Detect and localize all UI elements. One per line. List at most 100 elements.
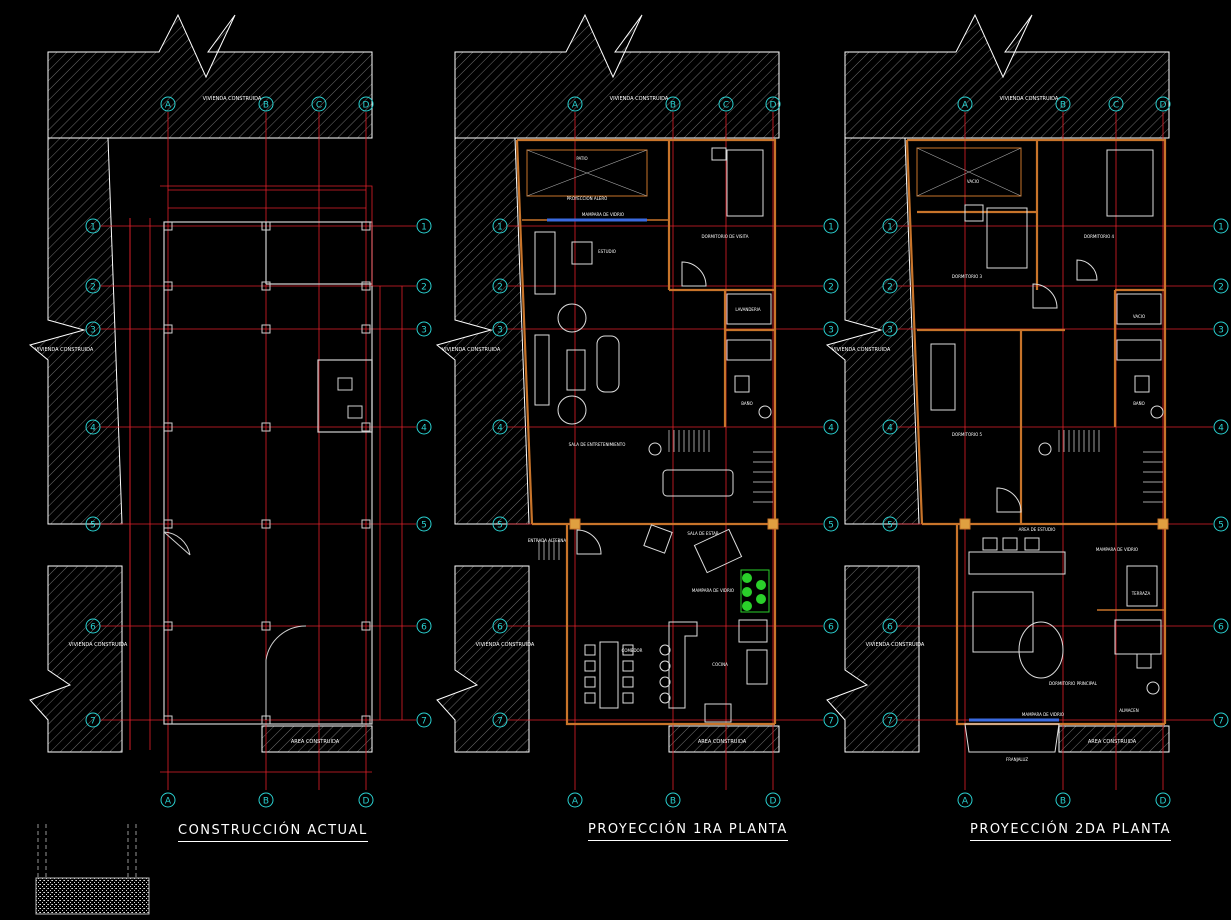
column-marker <box>261 281 271 291</box>
bar-stool-icon <box>659 644 671 656</box>
column-marker <box>163 221 173 231</box>
column-marker <box>163 519 173 529</box>
nightstand-icon <box>711 147 727 161</box>
axis-bubble-letter: B <box>670 797 676 807</box>
axis-bubble <box>492 321 508 337</box>
axis-bubble <box>1213 618 1229 634</box>
bed-icon <box>972 591 1034 653</box>
plan-label: MAMPARA DE VIDRIO <box>1022 712 1064 717</box>
axis-bubble-number: 2 <box>1218 283 1224 293</box>
neighbor-bottom-left-hatch <box>436 565 530 753</box>
neighbor-hatch-areas <box>28 13 1170 753</box>
axis-bubble-number: 4 <box>828 424 834 434</box>
door-arc <box>265 625 307 720</box>
axis-bubble-number: 3 <box>497 326 503 336</box>
axis-bubble <box>492 419 508 435</box>
plant-icon <box>756 580 766 590</box>
axis-bubble-number: 1 <box>828 223 834 233</box>
axis-bubble-letter: D <box>770 797 777 807</box>
furniture <box>163 147 1164 753</box>
axis-bubble <box>1213 218 1229 234</box>
column-marker <box>361 621 371 631</box>
plan-label: BAÑO <box>1133 401 1145 406</box>
wall <box>517 138 777 724</box>
neighbor-top-hatch <box>844 13 1170 139</box>
door-swing <box>1076 259 1098 281</box>
axis-bubble <box>416 712 432 728</box>
study-desk-icon <box>968 551 1066 575</box>
title-underline <box>178 841 368 842</box>
neighbor-left-hatch <box>825 137 920 525</box>
plan-label: VIVIENDA CONSTRUIDA <box>203 96 262 102</box>
axis-bubble <box>160 96 176 112</box>
plan-title-planta1: PROYECCIÓN 1RA PLANTA <box>588 822 788 841</box>
plan-label: DORMITORIO DE VISITA <box>702 234 749 239</box>
planter-icon <box>740 569 770 613</box>
column-marker <box>361 422 371 432</box>
study-chair-icon <box>1024 537 1040 551</box>
column-marker <box>361 519 371 529</box>
bar-stool-icon <box>659 660 671 672</box>
axis-bubble <box>358 792 374 808</box>
axis-bubble <box>85 278 101 294</box>
column-marker <box>569 518 581 530</box>
column-marker <box>959 518 971 530</box>
axis-bubble-letter: A <box>165 797 172 807</box>
void-outline <box>1116 293 1162 325</box>
toilet-icon <box>337 377 353 391</box>
axis-bubble <box>823 618 839 634</box>
axis-bubble <box>665 792 681 808</box>
study-chair-icon <box>1002 537 1018 551</box>
laundry-icon <box>726 293 772 325</box>
bed-icon <box>1106 149 1154 217</box>
column-marker <box>261 221 271 231</box>
axis-bubble-number: 3 <box>90 326 96 336</box>
plan-label: ALMACEN <box>1119 708 1138 713</box>
axis-bubble-number: 1 <box>1218 223 1224 233</box>
axis-bubble-number: 7 <box>421 717 427 727</box>
bar-stool-icon <box>659 692 671 704</box>
neighbor-top-hatch <box>47 13 373 139</box>
axis-bubble <box>358 96 374 112</box>
legend-hatch-sample <box>35 877 150 915</box>
column-marker <box>163 324 173 334</box>
axis-bubble <box>1213 419 1229 435</box>
column-marker <box>361 281 371 291</box>
neighbor-left-hatch <box>28 137 123 525</box>
axis-bubble <box>258 792 274 808</box>
wall <box>515 139 534 525</box>
bed-icon <box>930 343 956 411</box>
plan-title-text: PROYECCIÓN 1RA PLANTA <box>588 822 788 837</box>
axis-bubble-number: 2 <box>828 283 834 293</box>
axis-bubble-number: 6 <box>887 623 893 633</box>
void-outline <box>916 147 1022 197</box>
dining-chair-icon <box>584 692 596 704</box>
chair-icon <box>571 241 593 265</box>
axis-bubble <box>567 96 583 112</box>
axis-bubble-number: 7 <box>828 717 834 727</box>
axis-bubble-number: 2 <box>497 283 503 293</box>
axis-bubble-number: 3 <box>828 326 834 336</box>
plan-label: VACIO <box>1133 314 1145 319</box>
bar-stool-icon <box>659 676 671 688</box>
axis-bubble-number: 3 <box>887 326 893 336</box>
sofa-icon <box>662 469 734 497</box>
dimension-line <box>129 185 373 750</box>
door-swing <box>576 529 602 555</box>
axis-bubble <box>1213 321 1229 337</box>
axis-bubble-number: 3 <box>1218 326 1224 336</box>
axis-bubble <box>1108 96 1124 112</box>
axis-bubble <box>882 278 898 294</box>
existing-outline <box>163 221 373 725</box>
axis-bubble <box>823 419 839 435</box>
axis-bubble-letter: B <box>263 101 269 111</box>
column-marker <box>1157 518 1169 530</box>
axis-bubble-letter: C <box>316 101 322 111</box>
dining-chair-icon <box>622 692 634 704</box>
axis-bubble-number: 5 <box>421 521 427 531</box>
plan-label: PROYECCION ALERO <box>567 196 608 201</box>
axis-bubble-number: 5 <box>887 521 893 531</box>
nightstand-icon <box>964 204 984 222</box>
axis-bubble-number: 5 <box>1218 521 1224 531</box>
